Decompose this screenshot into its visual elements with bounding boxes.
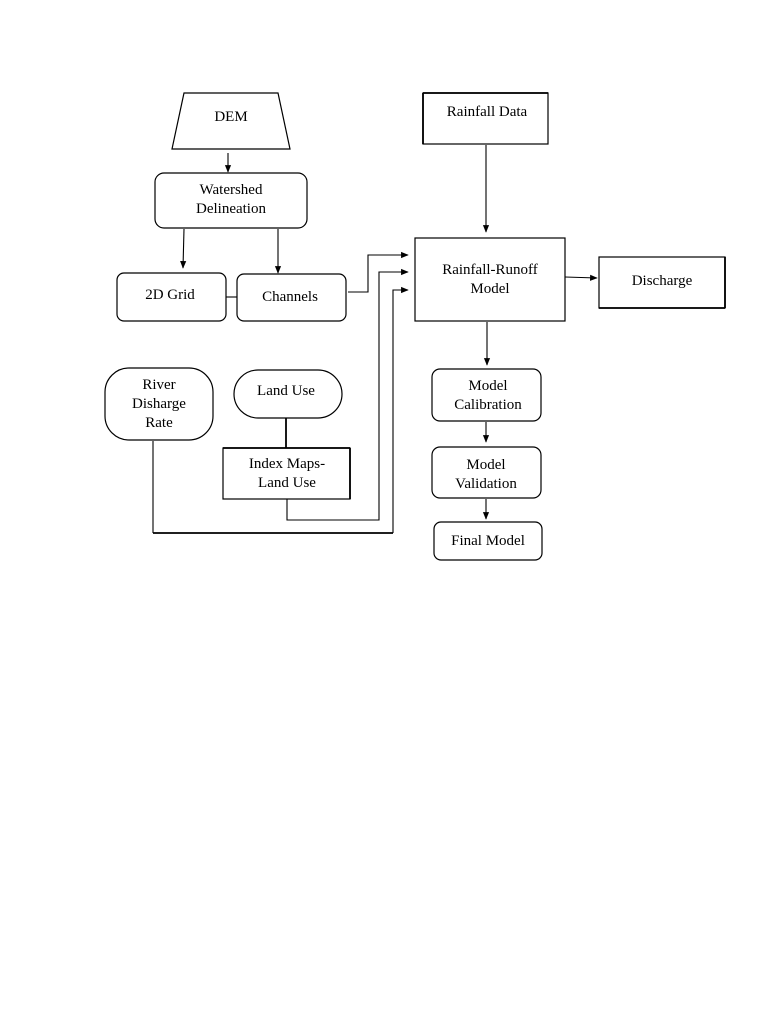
- river-rate-line-2: Disharge: [132, 396, 186, 412]
- validation-line-1: Model: [466, 457, 505, 473]
- node-channels-label: Channels: [262, 289, 318, 305]
- grid2d-line-1: 2D Grid: [145, 287, 195, 303]
- node-final-model-label: Final Model: [451, 533, 525, 549]
- watershed-line-2: Delineation: [196, 201, 266, 217]
- dem-line-1: DEM: [214, 109, 247, 125]
- final-model-line-1: Final Model: [451, 533, 525, 549]
- runoff-model-line-1: Rainfall-Runoff: [442, 262, 538, 278]
- node-channels: Channels: [236, 273, 347, 322]
- edge-indexmaps-runoff: [286, 268, 409, 521]
- node-final-model: Final Model: [433, 521, 543, 561]
- edge-river-runoff: [392, 286, 409, 533]
- node-2d-grid-label: 2D Grid: [145, 287, 195, 303]
- node-index-maps-label: Index Maps- Land Use: [249, 456, 325, 491]
- watershed-line-1: Watershed: [200, 182, 263, 198]
- calibration-line-1: Model: [468, 378, 507, 394]
- discharge-line-1: Discharge: [632, 273, 693, 289]
- land-use-line-1: Land Use: [257, 383, 315, 399]
- validation-line-2: Validation: [455, 476, 517, 492]
- node-land-use: Land Use: [233, 369, 343, 419]
- index-maps-line-2: Land Use: [258, 475, 316, 491]
- node-land-use-label: Land Use: [257, 383, 315, 399]
- node-index-maps: Index Maps- Land Use: [222, 447, 351, 500]
- node-dem: DEM: [171, 92, 291, 150]
- channels-line-1: Channels: [262, 289, 318, 305]
- node-rainfall-data-label: Rainfall Data: [447, 104, 528, 120]
- river-rate-line-3: Rate: [145, 415, 173, 431]
- rainfall-data-line-1: Rainfall Data: [447, 104, 528, 120]
- edges: [152, 145, 598, 534]
- node-dem-label: DEM: [214, 109, 247, 125]
- edge-watershed-grid: [180, 228, 187, 269]
- edge-runoff-discharge: [564, 274, 598, 281]
- edge-channels-runoff: [348, 251, 409, 293]
- index-maps-line-1: Index Maps-: [249, 456, 325, 472]
- node-discharge-label: Discharge: [632, 273, 693, 289]
- river-rate-line-1: River: [142, 377, 175, 393]
- calibration-line-2: Calibration: [454, 397, 522, 413]
- node-discharge: Discharge: [598, 256, 726, 309]
- node-2d-grid: 2D Grid: [116, 272, 227, 322]
- runoff-model-line-2: Model: [470, 281, 509, 297]
- node-rainfall-data: Rainfall Data: [422, 92, 549, 145]
